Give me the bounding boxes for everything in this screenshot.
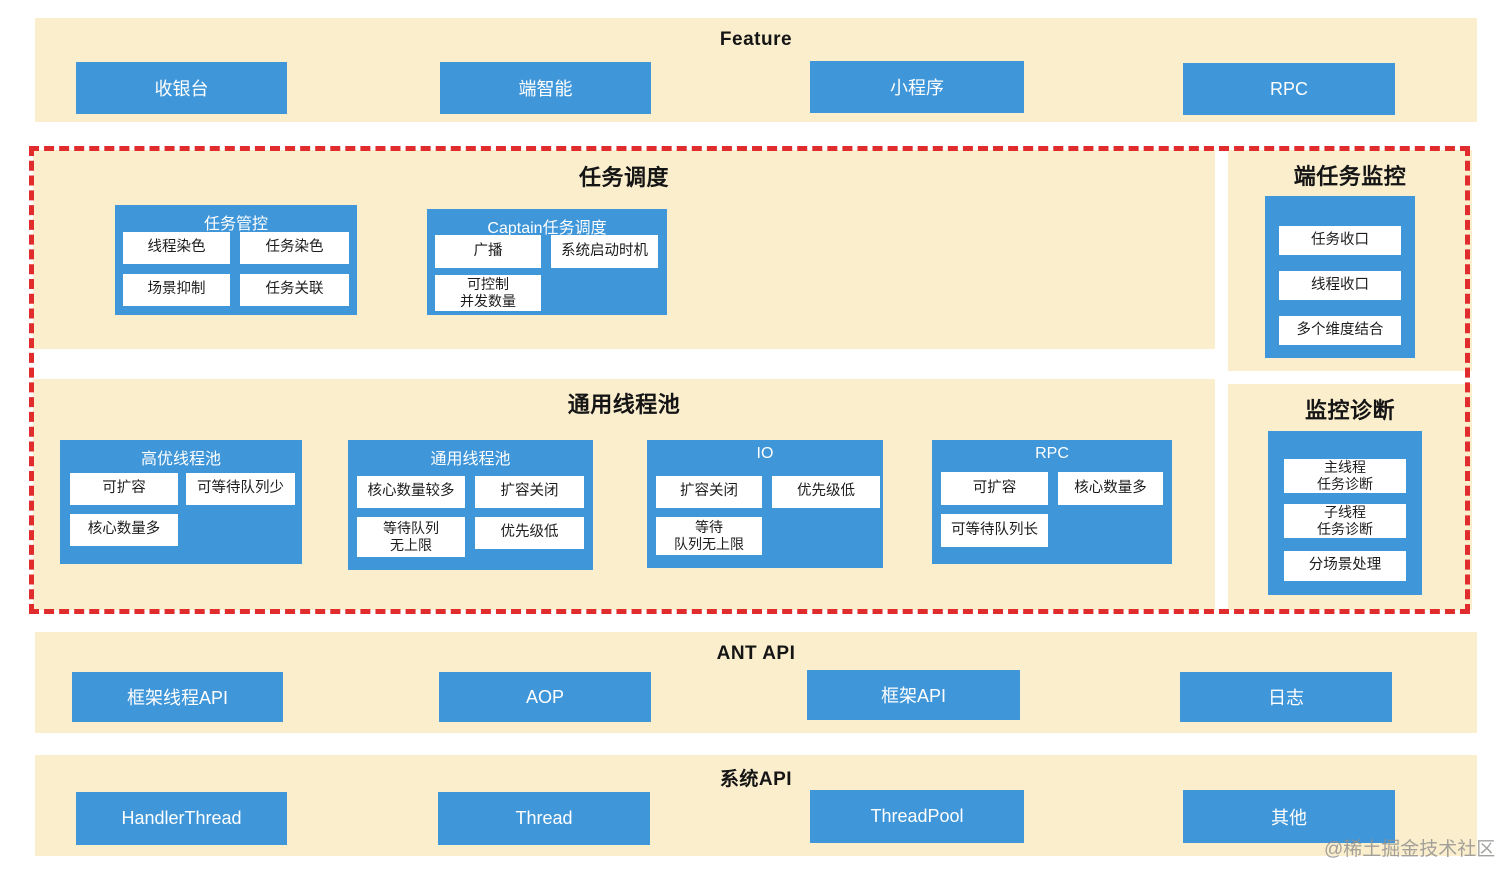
chip-unbounded-wait-queue: 等待队列 无上限 <box>357 517 465 557</box>
ant-api-box-framework-thread-api: 框架线程API <box>72 672 283 722</box>
feature-box-on-device-ai: 端智能 <box>440 62 651 114</box>
system-api-section: 系统API HandlerThread Thread ThreadPool 其他 <box>35 755 1477 856</box>
chip-thread-convergence: 线程收口 <box>1279 271 1401 300</box>
task-control-group-title: 任务管控 <box>203 216 268 233</box>
edge-task-monitor-section: 端任务监控 任务收口 线程收口 多个维度结合 <box>1228 150 1472 371</box>
system-api-box-handlerthread: HandlerThread <box>76 792 287 845</box>
system-api-box-other: 其他 <box>1183 790 1395 843</box>
chip-rpc-expandable: 可扩容 <box>941 472 1048 505</box>
captain-scheduling-group-title: Captain任务调度 <box>487 220 607 237</box>
chip-expandable: 可扩容 <box>70 473 178 505</box>
common-thread-pool-title: 通用线程池 <box>567 392 681 417</box>
high-priority-pool-group: 高优线程池 可扩容 可等待队列少 核心数量多 <box>60 440 302 564</box>
feature-box-mini-program: 小程序 <box>810 61 1024 113</box>
general-pool-group: 通用线程池 核心数量较多 扩容关闭 等待队列 无上限 优先级低 <box>348 440 593 570</box>
chip-low-priority: 优先级低 <box>475 517 584 549</box>
system-api-box-thread: Thread <box>438 792 650 845</box>
chip-system-startup-timing: 系统启动时机 <box>551 235 658 268</box>
io-pool-title: IO <box>756 445 774 462</box>
general-pool-title: 通用线程池 <box>430 451 511 468</box>
ant-api-title: ANT API <box>716 643 796 664</box>
chip-scene-suppression: 场景抑制 <box>123 274 230 306</box>
chip-many-cores: 核心数量多 <box>70 514 178 546</box>
ant-api-box-framework-api: 框架API <box>807 670 1020 720</box>
chip-task-association: 任务关联 <box>240 274 349 306</box>
ant-api-box-aop: AOP <box>439 672 651 722</box>
chip-more-cores: 核心数量较多 <box>357 476 465 508</box>
system-api-title: 系统API <box>719 769 793 790</box>
chip-scene-based-handling: 分场景处理 <box>1284 551 1406 581</box>
system-api-box-threadpool: ThreadPool <box>810 790 1024 843</box>
rpc-pool-title: RPC <box>1035 445 1069 462</box>
task-scheduling-title: 任务调度 <box>578 165 669 190</box>
feature-section-title: Feature <box>719 29 793 50</box>
chip-multi-dimension-combined: 多个维度结合 <box>1279 316 1401 345</box>
common-thread-pool-section: 通用线程池 高优线程池 可扩容 可等待队列少 核心数量多 通用线程池 核心数量较… <box>33 379 1215 610</box>
chip-task-coloring: 任务染色 <box>240 232 349 264</box>
feature-section: Feature 收银台 端智能 小程序 RPC <box>35 18 1477 122</box>
ant-api-box-log: 日志 <box>1180 672 1392 722</box>
task-control-group: 任务管控 线程染色 任务染色 场景抑制 任务关联 <box>115 205 357 315</box>
io-pool-group: IO 扩容关闭 优先级低 等待 队列无上限 <box>647 440 883 568</box>
chip-main-thread-diagnosis: 主线程 任务诊断 <box>1284 459 1406 493</box>
edge-task-monitor-group: 任务收口 线程收口 多个维度结合 <box>1265 196 1415 358</box>
chip-thread-coloring: 线程染色 <box>123 232 230 264</box>
chip-io-expansion-off: 扩容关闭 <box>656 476 762 508</box>
feature-box-rpc: RPC <box>1183 63 1395 115</box>
chip-controllable-concurrency: 可控制 并发数量 <box>435 275 541 311</box>
feature-box-cashier: 收银台 <box>76 62 287 114</box>
rpc-pool-group: RPC 可扩容 核心数量多 可等待队列长 <box>932 440 1172 564</box>
chip-rpc-many-cores: 核心数量多 <box>1058 472 1163 505</box>
chip-expansion-off: 扩容关闭 <box>475 476 584 508</box>
chip-sub-thread-diagnosis: 子线程 任务诊断 <box>1284 504 1406 538</box>
task-scheduling-section: 任务调度 任务管控 线程染色 任务染色 场景抑制 任务关联 Captain任务调… <box>33 150 1215 349</box>
ant-api-section: ANT API 框架线程API AOP 框架API 日志 <box>35 632 1477 733</box>
edge-task-monitor-title: 端任务监控 <box>1293 164 1407 189</box>
chip-io-low-priority: 优先级低 <box>772 476 880 508</box>
chip-short-wait-queue: 可等待队列少 <box>186 473 295 505</box>
chip-rpc-long-wait-queue: 可等待队列长 <box>941 514 1048 547</box>
captain-scheduling-group: Captain任务调度 广播 系统启动时机 可控制 并发数量 <box>427 209 667 315</box>
high-priority-pool-title: 高优线程池 <box>140 451 221 468</box>
watermark: @稀土掘金技术社区 <box>1324 839 1496 860</box>
monitor-diagnosis-section: 监控诊断 主线程 任务诊断 子线程 任务诊断 分场景处理 <box>1228 384 1472 610</box>
monitor-diagnosis-group: 主线程 任务诊断 子线程 任务诊断 分场景处理 <box>1268 431 1422 595</box>
chip-broadcast: 广播 <box>435 235 541 268</box>
chip-task-convergence: 任务收口 <box>1279 226 1401 255</box>
chip-io-unbounded-wait-queue: 等待 队列无上限 <box>656 517 762 555</box>
monitor-diagnosis-title: 监控诊断 <box>1304 398 1395 423</box>
